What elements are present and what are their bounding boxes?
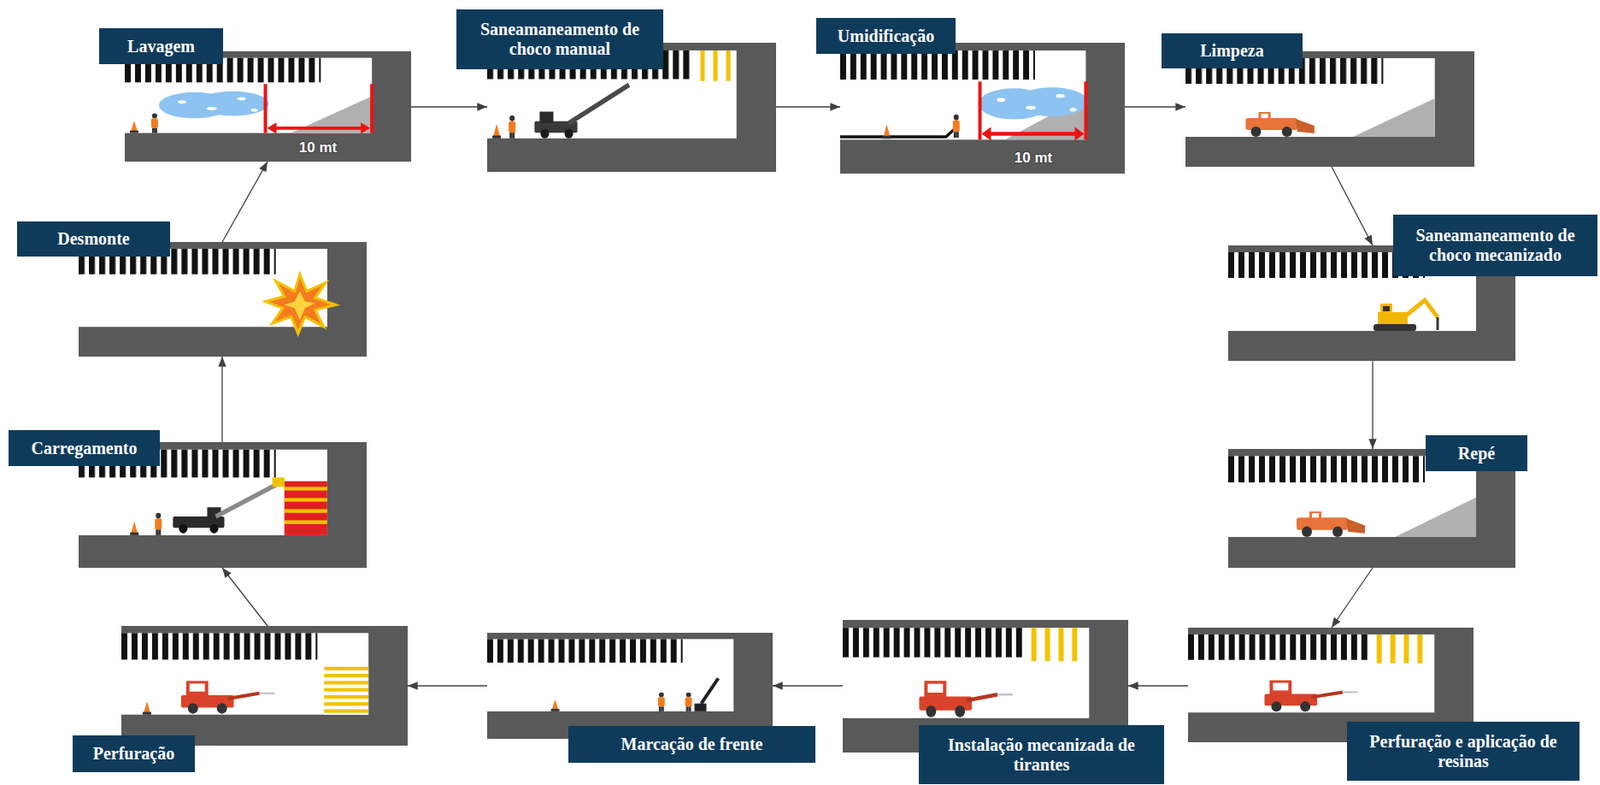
flow-arrow <box>222 567 268 626</box>
step-panel: Repé <box>1228 448 1516 568</box>
step-panel: Perfuração e aplicação de resinas <box>1188 627 1474 742</box>
flow-arrow <box>1371 360 1373 449</box>
flow-arrow <box>1331 567 1373 628</box>
flow-arrow <box>1331 166 1373 246</box>
step-panel: Saneamaneamento de choco manual <box>487 42 777 172</box>
dimension-label: 10 mt <box>1014 149 1053 167</box>
mucking-panel <box>1185 51 1475 167</box>
flow-arrow <box>1124 105 1186 107</box>
step-label: Saneamaneamento de choco mecanizado <box>1393 214 1598 277</box>
step-panel: Desmonte <box>78 241 367 357</box>
step-label: Umidificação <box>816 17 956 54</box>
flow-arrow <box>772 684 843 686</box>
step-panel: Saneamaneamento de choco mecanizado <box>1228 245 1516 361</box>
flow-arrow <box>776 105 841 107</box>
step-label: Desmonte <box>17 221 171 257</box>
dimension-label: 10 mt <box>299 139 337 157</box>
step-label: Marcação de frente <box>568 725 816 763</box>
step-panel: Carregamento <box>78 441 367 568</box>
flow-arrow <box>1128 684 1189 686</box>
blasting-panel <box>78 241 367 357</box>
step-panel: Perfuração <box>121 625 408 746</box>
step-panel: Limpeza <box>1185 51 1475 167</box>
step-label: Carregamento <box>8 429 160 466</box>
face-marking-panel <box>487 632 773 739</box>
step-label: Perfuração <box>72 735 195 772</box>
step-panel: Marcação de frente <box>487 632 773 739</box>
step-panel: Umidificação <box>840 42 1125 174</box>
flow-arrow <box>221 356 223 442</box>
step-label: Perfuração e aplicação de resinas <box>1347 721 1580 781</box>
flow-arrow <box>411 105 488 107</box>
step-panel: Lavagem <box>124 51 412 162</box>
step-label: Instalação mecanizada de tirantes <box>918 724 1165 784</box>
step-label: Limpeza <box>1161 33 1303 69</box>
wetting-panel <box>840 42 1125 174</box>
drilling-panel <box>121 625 408 746</box>
step-label: Repé <box>1425 435 1528 471</box>
flow-arrow <box>222 161 268 242</box>
washing-panel <box>124 51 412 162</box>
step-panel: Instalação mecanizada de tirantes <box>842 619 1129 753</box>
step-label: Lavagem <box>99 28 224 65</box>
flow-arrow <box>407 684 488 686</box>
step-label: Saneamaneamento de choco manual <box>456 9 664 70</box>
